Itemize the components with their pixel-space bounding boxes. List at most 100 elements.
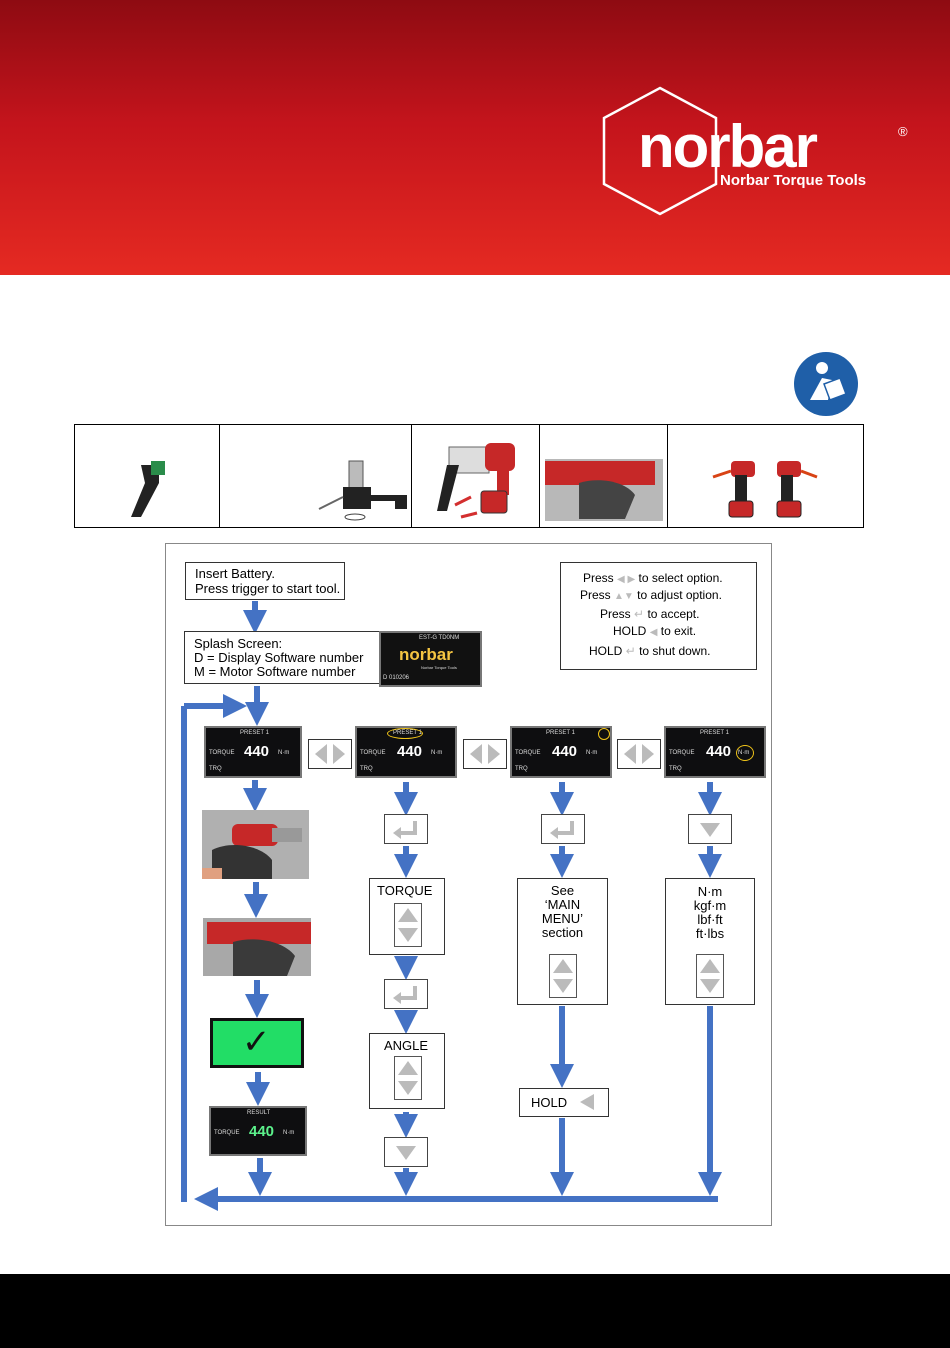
- menu-line-2: ‘MAIN: [544, 897, 581, 912]
- footer-bar: [0, 1274, 950, 1348]
- angle-adjust-box: ANGLE: [369, 1033, 445, 1109]
- legend-accept-text: to accept.: [647, 607, 700, 621]
- left-right-arrows-icon: [624, 744, 654, 764]
- run-unit: N·m: [586, 750, 598, 756]
- left-right-arrows-icon: ◀ ▶: [617, 574, 636, 585]
- left-right-button-1: [308, 739, 352, 769]
- run-screen-4: PRESET 1 TORQUE 440 N·m TRQ: [664, 726, 766, 778]
- hold-label: HOLD: [531, 1095, 568, 1110]
- splash-line-d: D = Display Software number: [194, 650, 364, 665]
- menu-line-3: MENU’: [541, 911, 584, 926]
- up-down-control: [696, 954, 724, 998]
- reaction-arm-image: [131, 461, 165, 517]
- run-torque-label: TORQUE: [209, 750, 235, 756]
- result-unit: N·m: [283, 1130, 295, 1136]
- tool-handles-image: [712, 461, 818, 518]
- socket-fitting-image: [318, 460, 407, 521]
- legend-press-2: Press: [580, 588, 611, 602]
- splash-screen-sub: Norbar Torque Tools: [421, 665, 457, 670]
- enter-key-icon: ↵: [625, 644, 636, 658]
- unit-lbfft: lbf·ft: [697, 912, 723, 927]
- enter-key-icon: [550, 821, 574, 839]
- legend-row-select: Press ◀ ▶ to select option.: [583, 571, 723, 585]
- legend-row-adjust: Press ▲▼ to adjust option.: [580, 588, 722, 602]
- left-right-button-2: [463, 739, 507, 769]
- run-torque-label: TORQUE: [515, 750, 541, 756]
- trigger-hand-image: [545, 459, 663, 521]
- splash-screen-display: EST-G TD0NM norbar Norbar Torque Tools D…: [379, 631, 482, 687]
- splash-screen-version: D 010206: [383, 675, 410, 681]
- unit-nm: N·m: [697, 884, 723, 899]
- run-preset: PRESET 1: [546, 730, 575, 736]
- unit-kgfm: kgf·m: [693, 898, 727, 913]
- legend-exit-text: to exit.: [660, 624, 697, 638]
- menu-line-4: section: [541, 925, 584, 940]
- highlight-preset-ring: [387, 728, 423, 739]
- result-value: 440: [249, 1123, 275, 1140]
- run-unit: N·m: [278, 750, 290, 756]
- legend-press-3: Press: [600, 607, 631, 621]
- unit-ftlbs: ft·lbs: [695, 926, 725, 941]
- hexagon-logo-frame: [602, 86, 718, 216]
- left-right-arrows-icon: [470, 744, 500, 764]
- run-unit: N·m: [431, 750, 443, 756]
- logo-wordmark: norbar: [638, 113, 818, 180]
- torque-adjust-box: TORQUE: [369, 878, 445, 955]
- norbar-logo: norbar ® Norbar Torque Tools: [598, 86, 918, 216]
- legend-hold-1: HOLD: [613, 624, 647, 638]
- up-down-arrows-icon: ▲▼: [614, 591, 634, 602]
- step-cell-5: [667, 425, 863, 527]
- up-down-control: [394, 903, 422, 947]
- down-arrow-icon: [700, 823, 720, 837]
- run-screen-2: PRESET 1 TORQUE 440 N·m TRQ: [355, 726, 457, 778]
- main-menu-box: See ‘MAIN MENU’ section: [517, 878, 608, 1005]
- start-line-1: Insert Battery.: [195, 566, 275, 581]
- enter-button-col2b: [384, 979, 428, 1009]
- legend-hold-2: HOLD: [589, 644, 623, 658]
- read-manual-icon: [792, 350, 860, 418]
- run-torque-label: TORQUE: [360, 750, 386, 756]
- up-down-arrows-icon: [398, 1061, 418, 1095]
- left-right-arrows-icon: [315, 744, 345, 764]
- legend-press-1: Press: [583, 571, 614, 585]
- run-screen-1: PRESET 1 TORQUE 440 N·m TRQ: [204, 726, 302, 778]
- legend-select-text: to select option.: [638, 571, 723, 585]
- enter-button-col3: [541, 814, 585, 844]
- down-button-col4: [688, 814, 732, 844]
- run-screen-3: PRESET 1 TORQUE 440 N·m TRQ: [510, 726, 612, 778]
- trigger-release-photo: [203, 918, 311, 976]
- logo-tagline: Norbar Torque Tools: [720, 172, 867, 189]
- battery-insert-image: [437, 443, 515, 519]
- enter-key-icon: [393, 986, 417, 1004]
- run-value: 440: [397, 743, 423, 760]
- splash-screen-logo: norbar: [399, 645, 453, 664]
- step-cell-2: [219, 425, 412, 527]
- torque-label: TORQUE: [377, 883, 433, 898]
- run-preset: PRESET 1: [240, 730, 269, 736]
- enter-key-icon: ↵: [634, 607, 645, 621]
- legend-shutdown-text: to shut down.: [639, 644, 711, 658]
- up-down-arrows-icon: [398, 908, 418, 942]
- run-value: 440: [244, 743, 270, 760]
- step-cell-1: [75, 425, 220, 527]
- run-trq: TRQ: [360, 766, 373, 772]
- controls-legend: Press ◀ ▶ to select option. Press ▲▼ to …: [560, 562, 757, 670]
- result-title: RESULT: [247, 1110, 271, 1116]
- start-line-2: Press trigger to start tool.: [195, 581, 341, 596]
- splash-title: Splash Screen:: [194, 636, 283, 651]
- hold-exit-box: HOLD: [519, 1088, 609, 1117]
- legend-row-shutdown: HOLD ↵ to shut down.: [589, 644, 710, 658]
- up-down-arrows-icon: [700, 959, 720, 993]
- menu-line-1: See: [550, 883, 575, 898]
- checkmark-icon: ✓: [242, 1023, 271, 1061]
- units-box: N·m kgf·m lbf·ft ft·lbs: [665, 878, 755, 1005]
- left-arrow-icon: ◀: [649, 627, 658, 638]
- enter-key-icon: [393, 821, 417, 839]
- start-box: Insert Battery. Press trigger to start t…: [185, 562, 345, 600]
- down-arrow-icon: [396, 1146, 416, 1160]
- run-trq: TRQ: [209, 766, 222, 772]
- enter-button-col2: [384, 814, 428, 844]
- success-green-panel: [213, 1021, 301, 1065]
- up-down-arrows-icon: [553, 959, 573, 993]
- result-torque-label: TORQUE: [214, 1130, 240, 1136]
